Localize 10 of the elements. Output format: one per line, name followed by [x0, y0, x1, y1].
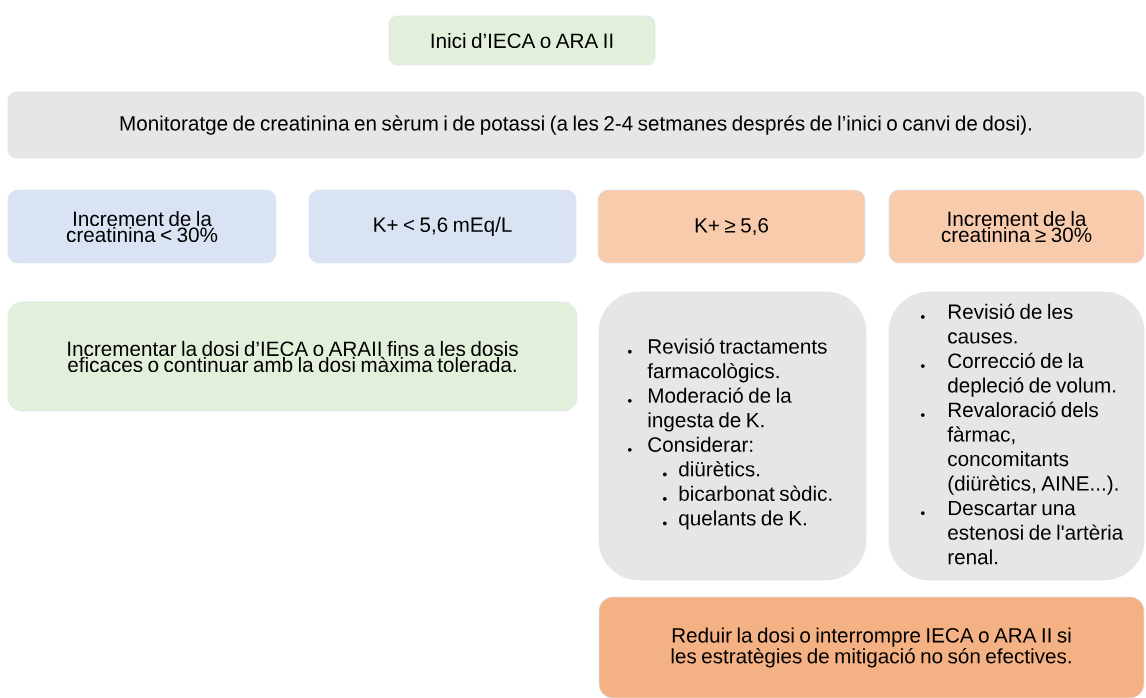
process-box: Increment de la creatinina ≥ 30% [888, 189, 1145, 264]
process-box: K+ ≥ 5,6 [597, 189, 866, 264]
process-box: Inici d’IECA o ARA II [388, 15, 656, 66]
bullet-list-box: Revisió de les causes. Correcció de la depleció de volum. Revaloració dels fàrmac, concomitants (diürètics, AINE...). Descartar una estenosi de l'artèria renal. [888, 291, 1145, 581]
process-box: Increment de la creatinina < 30% [7, 189, 277, 264]
process-box: Reduir la dosi o interrompre IECA o ARA II si les estratègies de mitigació no són efectives. [598, 596, 1145, 698]
process-box: Incrementar la dosi d’IECA o ARAII fins a les dosis eficaces o continuar amb la dosi màxima tolerada. [7, 301, 578, 412]
process-box: Monitoratge de creatinina en sèrum i de potassi (a les 2-4 setmanes després de l’inici o canvi de dosi). [7, 91, 1145, 159]
bullet-list-box: Revisió tractaments farmacològics. Moderació de la ingesta de K. Considerar: diürètics. bicarbonat sòdic. quelants de K. [598, 291, 867, 581]
process-box: K+ < 5,6 mEq/L [308, 189, 577, 264]
